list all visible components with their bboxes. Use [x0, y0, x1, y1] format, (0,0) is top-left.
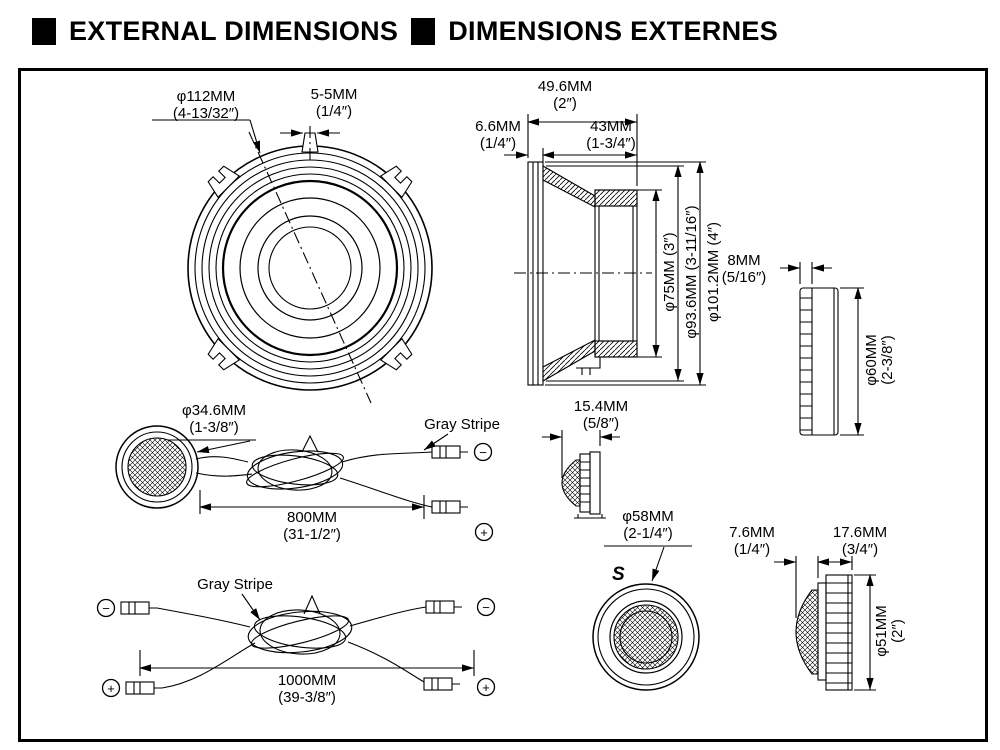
page-header: EXTERNAL DIMENSIONS DIMENSIONS EXTERNES [32, 16, 778, 47]
tweeter-mesh [613, 604, 679, 670]
tweeter-mesh [127, 437, 187, 497]
brand-logo: S [612, 564, 625, 585]
dim-value: 5-5MM [310, 86, 358, 103]
dim-mount-dia: φ51MM (2″) [873, 556, 906, 706]
lead-wire [339, 477, 433, 508]
spade-connector [431, 445, 468, 459]
dim-value: 8MM [727, 252, 761, 269]
spade-connector [425, 600, 462, 614]
dim-value: 17.6MM [832, 524, 888, 541]
tweeter-side-drawing [542, 430, 620, 519]
dim-inches: (5/16″) [721, 269, 767, 286]
dim-inches: (1/4″) [733, 541, 771, 558]
plus-terminal-icon [476, 677, 496, 697]
dim-spacer-depth: 8MM (5/16″) [706, 252, 782, 286]
dim-woofer-frame-dia: φ93.6MM (3-11/16″) [683, 205, 700, 339]
bullet-square-icon [32, 18, 56, 45]
dim-harness-length-1000: 1000MM (39-3/8″) [247, 672, 367, 706]
title-english: EXTERNAL DIMENSIONS [69, 16, 399, 46]
minus-terminal-icon [473, 442, 493, 462]
lead-wire [341, 451, 433, 463]
woofer-front-drawing [152, 119, 433, 404]
bullet-square-icon [411, 18, 436, 45]
dim-inches: (3/4″) [841, 541, 879, 558]
plus-sign: + [107, 681, 115, 696]
dim-woofer-magnet-dia: φ75MM (3″) [661, 232, 678, 312]
diagram-frame [18, 68, 988, 742]
dim-inches: (2-3/8″) [879, 335, 896, 385]
dim-value: φ60MM [863, 334, 880, 386]
tweeter-lead-drawing: − + [115, 425, 494, 542]
mounting-tab [204, 162, 240, 198]
dim-inches: (39-3/8″) [278, 689, 336, 706]
wire-harness-drawing: − + − [96, 593, 496, 698]
dim-value: φ51MM [873, 605, 890, 657]
dim-inches: (4-13/32″) [172, 105, 240, 122]
lead-wire [347, 641, 425, 683]
mounting-tab [380, 162, 416, 198]
dim-inches: (1-3/4″) [586, 135, 636, 152]
dim-inches: (2″) [889, 619, 906, 643]
dim-value: φ34.6MM [182, 402, 246, 419]
spacer-ring-drawing [780, 262, 864, 436]
dim-tweeter-side-depth: 15.4MM (5/8″) [542, 398, 660, 432]
title-french: DIMENSIONS EXTERNES [448, 16, 779, 46]
mounting-tab [380, 338, 416, 374]
mounting-tab [204, 338, 240, 374]
minus-sign: − [482, 600, 490, 615]
dim-inches: (1/4″) [479, 135, 517, 152]
lead-wire [349, 606, 427, 627]
dim-inches: (1/4″) [315, 103, 353, 120]
plus-terminal-icon [101, 678, 121, 698]
dim-value: φ58MM [622, 508, 674, 525]
dim-woofer-flange-depth: 6.6MM (1/4″) [466, 118, 530, 152]
plus-sign: + [482, 680, 490, 695]
plus-terminal-icon [474, 522, 494, 542]
dim-woofer-tab: 5-5MM (1/4″) [300, 86, 368, 120]
spade-connector [423, 677, 460, 691]
dim-tweeter-dia: φ34.6MM (1-3/8″) [158, 402, 270, 436]
tweeter-front-drawing [592, 545, 700, 691]
terminal-lug [576, 357, 601, 375]
dim-inches: (31-1/2″) [283, 526, 341, 543]
tweeter-mount-drawing [774, 556, 876, 691]
dim-tweeter-front-dia: φ58MM (2-1/4″) [592, 508, 704, 542]
dim-inches: (1-3/8″) [189, 419, 239, 436]
dim-woofer-diameter: φ112MM (4-13/32″) [150, 88, 262, 122]
dim-inches: (2-1/4″) [623, 525, 673, 542]
dim-lead-length-800: 800MM (31-1/2″) [252, 509, 372, 543]
dim-woofer-total-depth: 49.6MM (2″) [515, 78, 615, 112]
lead-wire [161, 642, 256, 689]
gray-stripe-label: Gray Stripe [197, 576, 273, 593]
minus-sign: − [479, 445, 487, 460]
minus-sign: − [102, 601, 110, 616]
dim-mount-body-depth: 17.6MM (3/4″) [822, 524, 898, 558]
lead-wire [156, 607, 251, 628]
spade-connector [431, 500, 468, 514]
dim-spacer-dia: φ60MM (2-3/8″) [863, 285, 896, 435]
dim-value: 15.4MM [573, 398, 629, 415]
dim-value: 7.6MM [729, 524, 775, 541]
dim-value: φ112MM [176, 88, 236, 105]
spade-connector [120, 601, 157, 615]
spade-connector [125, 681, 162, 695]
dim-value: 800MM [286, 509, 338, 526]
dim-value: 49.6MM [537, 78, 593, 95]
plus-sign: + [480, 525, 488, 540]
dim-value: 1000MM [277, 672, 337, 689]
dim-inches: (5/8″) [582, 415, 620, 432]
dim-value: 43MM [590, 118, 632, 135]
dim-inches: (2″) [553, 95, 577, 112]
lead-wire [195, 456, 249, 463]
minus-terminal-icon [96, 598, 116, 618]
woofer-side-drawing [504, 114, 706, 386]
dim-woofer-body-depth: 43MM (1-3/4″) [574, 118, 648, 152]
lead-wire [195, 472, 253, 477]
dim-mount-dome-depth: 7.6MM (1/4″) [714, 524, 790, 558]
minus-terminal-icon [476, 597, 496, 617]
gray-stripe-label: Gray Stripe [424, 416, 500, 433]
dim-value: 6.6MM [475, 118, 521, 135]
center-line [248, 131, 372, 404]
